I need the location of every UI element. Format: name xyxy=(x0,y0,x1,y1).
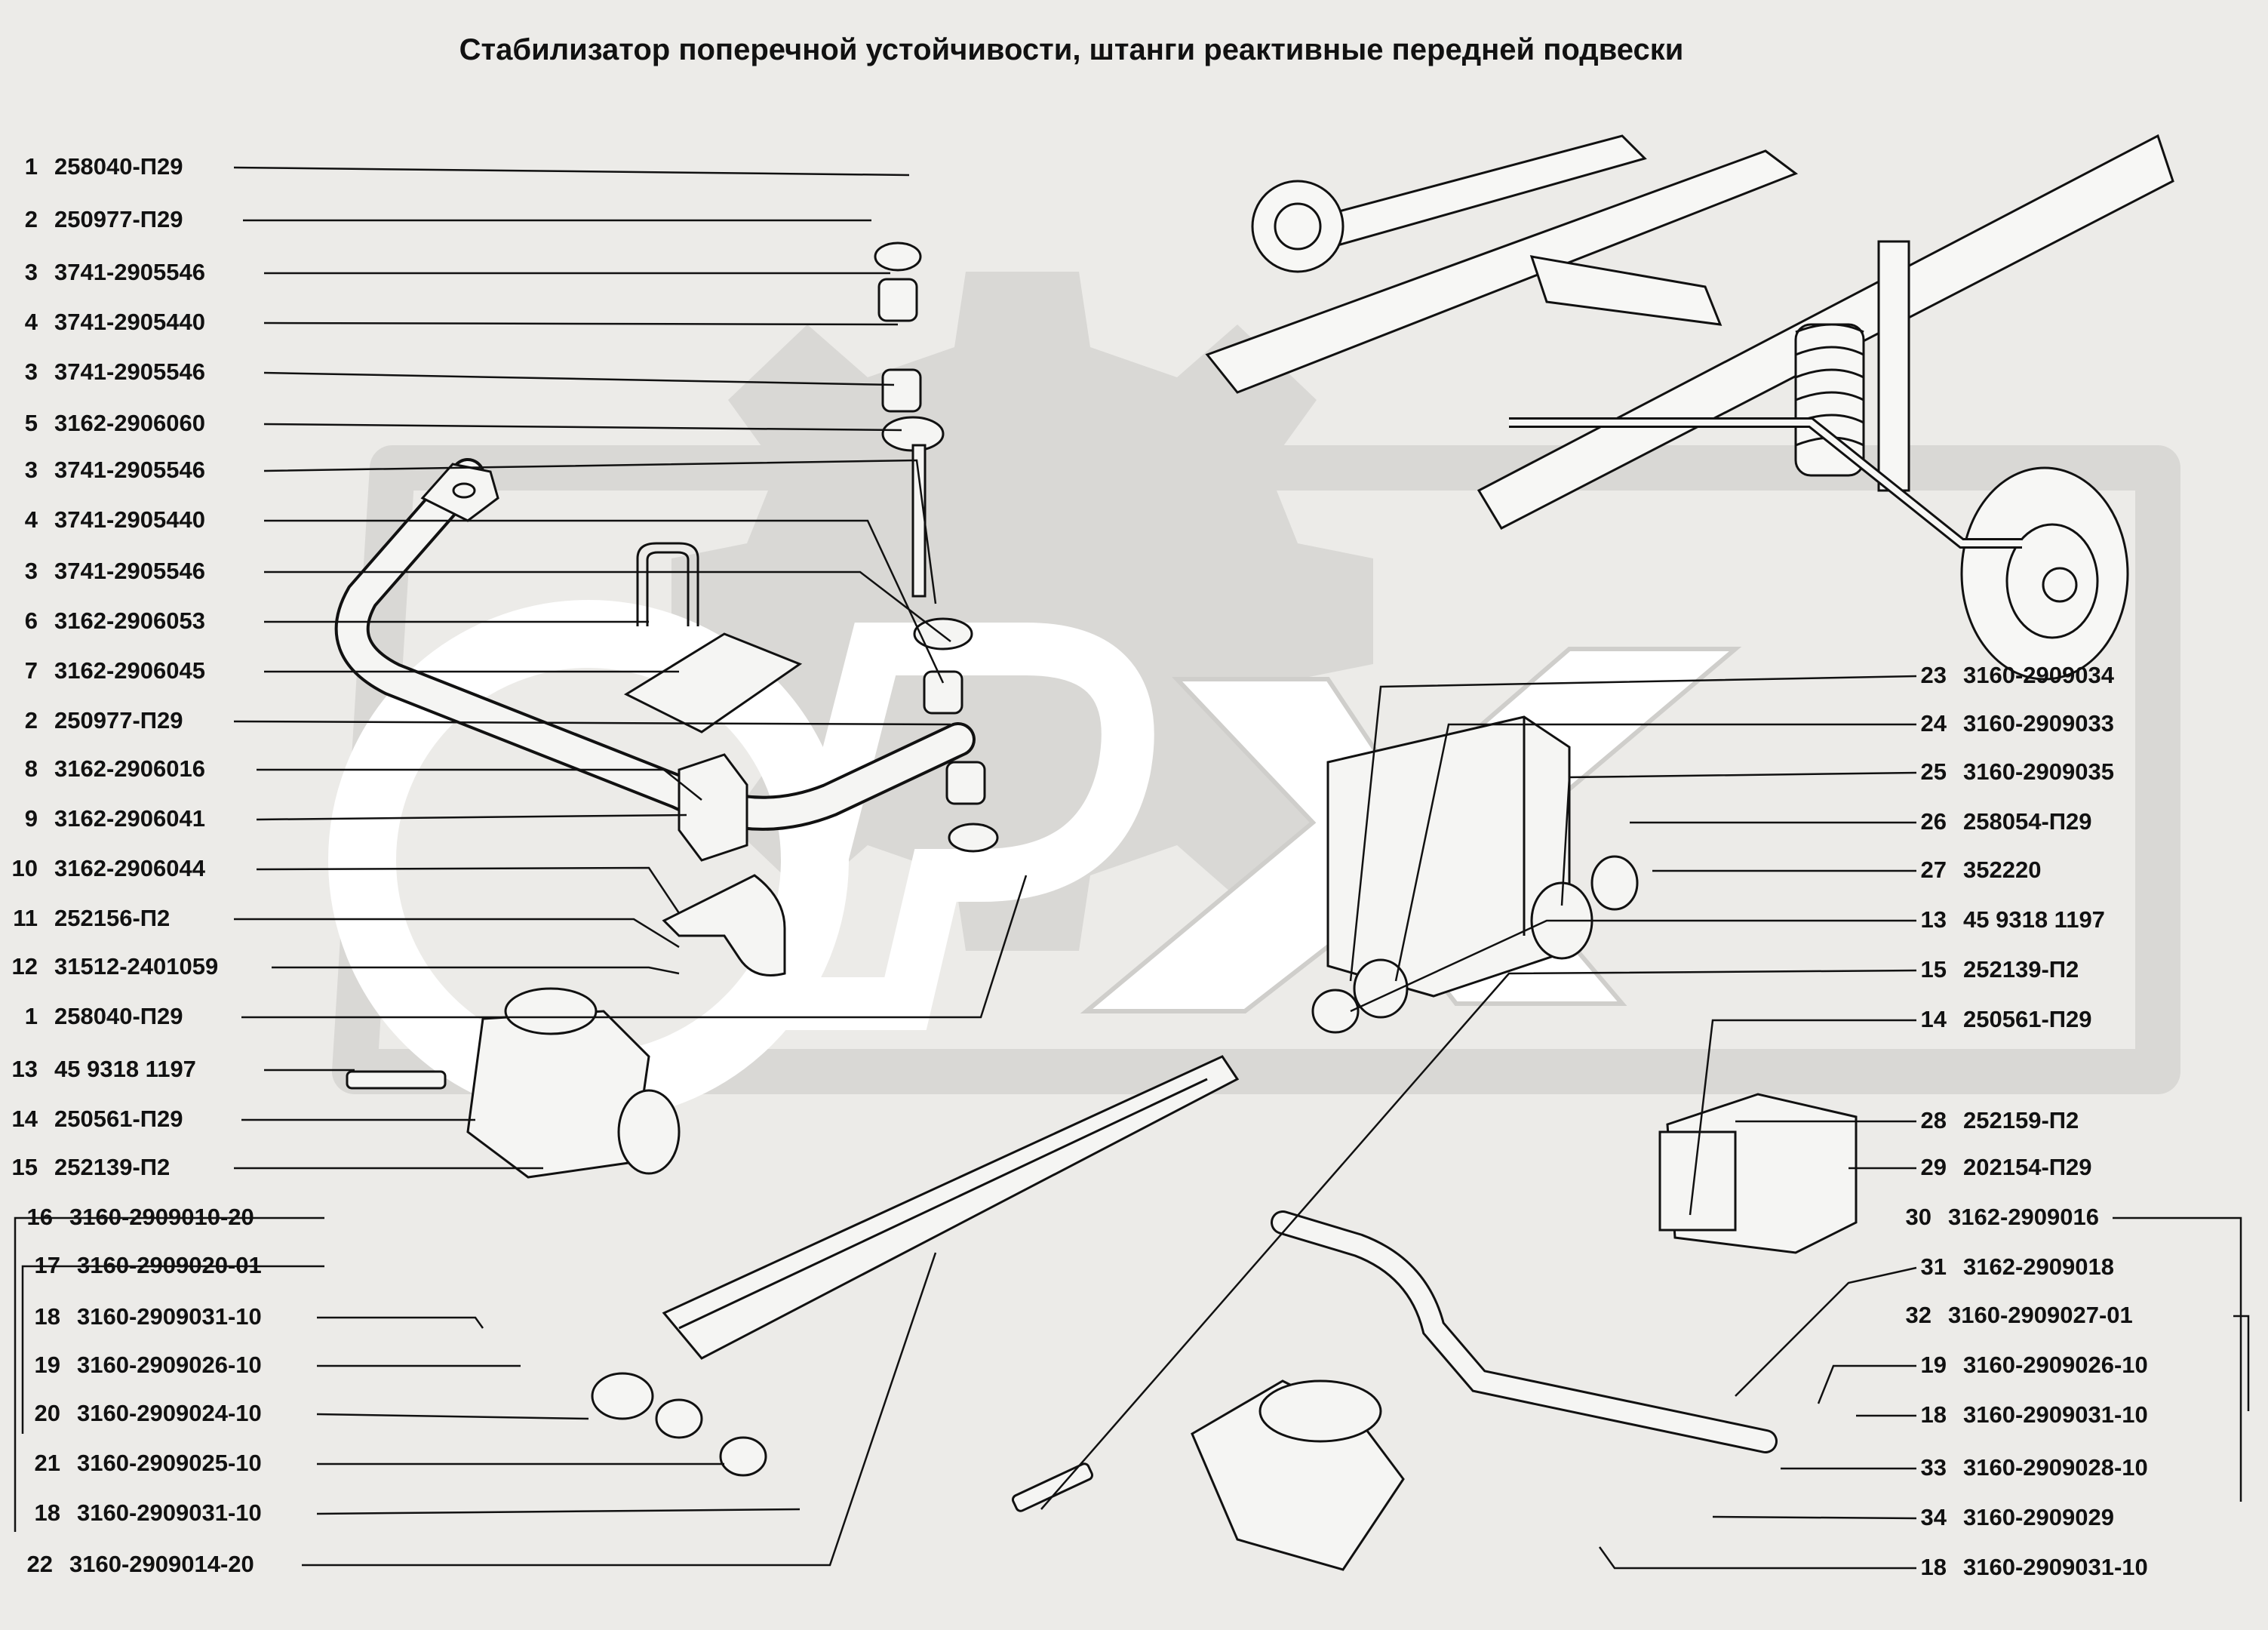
bracket-right xyxy=(1658,1093,1858,1254)
stabilizer-cushion xyxy=(678,753,748,862)
axle-housing-left xyxy=(346,987,681,1179)
leader-lines xyxy=(14,166,1028,1567)
u-bolt xyxy=(636,542,699,626)
reaction-rod xyxy=(591,1055,1240,1477)
stabilizer-eye xyxy=(420,463,499,522)
diagram-title: Стабилизатор поперечной устойчивости, шт… xyxy=(459,33,1684,66)
axle-housing-right xyxy=(1011,1379,1405,1571)
stabilizer-bar-right xyxy=(1271,1210,1778,1453)
bracket-plate xyxy=(623,632,803,734)
cushion-clamp xyxy=(662,874,786,976)
chassis-illustration xyxy=(1205,134,2174,681)
link-rod xyxy=(874,241,999,853)
leader-lines-right xyxy=(1040,675,2250,1570)
